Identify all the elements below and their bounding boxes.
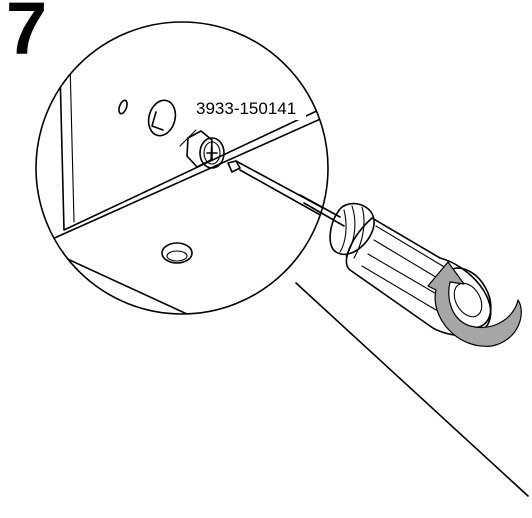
screwdriver-shaft xyxy=(227,160,328,227)
cam-lock-screw-icon xyxy=(186,130,225,169)
step-number: 7 xyxy=(6,0,48,70)
zoom-circle xyxy=(35,21,329,315)
bottom-hole-inner xyxy=(166,250,188,262)
panel-front-edge xyxy=(49,107,328,241)
panel-inner-outline xyxy=(59,69,328,231)
callout-leader xyxy=(179,129,197,147)
panel-inner-edge xyxy=(69,61,75,223)
cam-slot xyxy=(151,111,164,131)
panel-bottom-edge xyxy=(47,249,201,314)
part-callout: 3933-150141 xyxy=(179,96,306,147)
part-number-label: 3933-150141 xyxy=(196,99,296,118)
cam-hole xyxy=(147,99,177,137)
small-hole xyxy=(118,99,128,115)
bottom-hole xyxy=(161,242,193,264)
panel-edge-line xyxy=(295,282,529,497)
phillips-screwdriver-icon xyxy=(299,194,492,337)
clockwise-rotation-arrow-icon xyxy=(427,261,522,347)
